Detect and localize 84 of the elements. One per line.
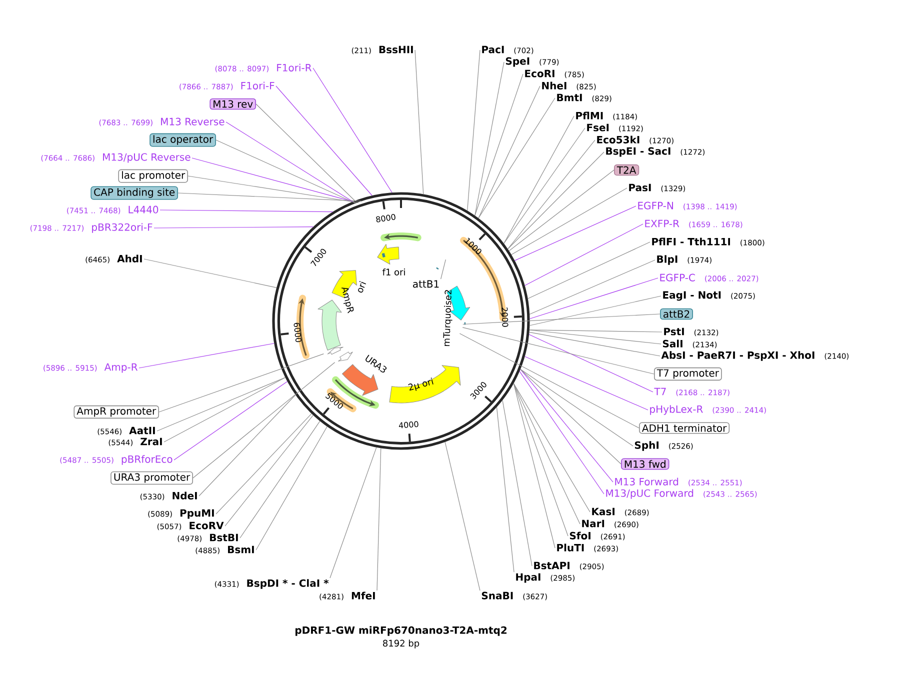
- leader-line: [198, 394, 296, 496]
- leader-line: [188, 176, 358, 203]
- leader-line: [178, 192, 362, 202]
- leader-line: [156, 377, 286, 432]
- leader-line: [164, 377, 286, 442]
- leader-line: [520, 368, 622, 464]
- leader-line: [528, 242, 650, 299]
- leader-line: [216, 140, 356, 204]
- leader-line: [192, 362, 336, 478]
- scale-number: 2000: [502, 308, 508, 327]
- plasmid-size: 8192 bp: [383, 640, 420, 648]
- leader-line: [507, 152, 604, 250]
- leader-line: [459, 333, 640, 428]
- feature-label-box: AmpR promoter: [74, 405, 159, 419]
- leader-line: [226, 122, 354, 202]
- feature-label-box: ADH1 terminator: [639, 422, 730, 434]
- leader-line: [513, 383, 568, 536]
- leader-line: [520, 368, 614, 482]
- leader-line: [478, 98, 556, 218]
- leader-line: [414, 50, 424, 194]
- feature-name: AmpR: [342, 288, 354, 314]
- scale-number: 6000: [294, 322, 302, 342]
- leader-line: [330, 447, 377, 578]
- leader-line: [508, 170, 614, 252]
- leader-line: [440, 259, 446, 280]
- leader-line: [529, 296, 662, 326]
- leader-line: [511, 188, 628, 255]
- leader-line: [478, 86, 540, 218]
- feature-name: 2μ ori: [408, 378, 434, 391]
- leader-line: [138, 343, 274, 368]
- leader-line: [256, 426, 328, 550]
- leader-line: [144, 258, 277, 288]
- leader-line: [504, 116, 574, 244]
- leader-line: [529, 278, 658, 320]
- leader-line: [158, 354, 324, 412]
- leader-line: [524, 224, 644, 286]
- leader-line: [507, 140, 596, 250]
- feature-label: attB1: [413, 280, 439, 288]
- feature-label-box: M13 fwd: [621, 458, 670, 470]
- leader-line: [462, 314, 660, 325]
- leader-line: [174, 381, 288, 460]
- leader-line: [513, 383, 590, 512]
- feature-label-box: URA3 promoter: [110, 471, 193, 485]
- leader-line: [474, 62, 504, 216]
- leader-line: [504, 128, 586, 244]
- scale-number: 8000: [376, 214, 396, 222]
- leader-line: [376, 448, 382, 591]
- leader-line: [519, 371, 604, 494]
- feature-label-box: lac operator: [150, 133, 216, 147]
- leader-line: [154, 226, 314, 228]
- leader-line: [276, 86, 372, 196]
- leader-line: [444, 442, 480, 591]
- feature-label-box: T7 promoter: [654, 367, 722, 381]
- leader-line: [224, 414, 314, 526]
- leader-line: [514, 206, 636, 261]
- feature-name: mTurquoise2: [443, 290, 452, 346]
- leader-line: [513, 383, 580, 524]
- leader-line: [520, 368, 634, 446]
- leader-line: [256, 104, 356, 202]
- leader-line: [529, 332, 660, 356]
- plasmid-name: pDRF1-GW miRFp670nano3-T2A-mtq2: [296, 626, 507, 636]
- leader-line: [240, 420, 320, 538]
- scale-number: 4000: [398, 421, 418, 428]
- feature-name: f1 ori: [382, 268, 405, 276]
- leader-line: [474, 74, 524, 216]
- leader-line: [528, 334, 654, 392]
- leader-line: [529, 260, 656, 315]
- leader-line: [462, 327, 654, 374]
- leader-line: [312, 68, 392, 193]
- feature-label-box: lac promoter: [118, 169, 188, 183]
- leader-line: [513, 383, 556, 548]
- leader-line: [502, 400, 532, 566]
- feature-label-box: attB2: [660, 308, 693, 320]
- leader-line: [529, 330, 662, 332]
- leader-line: [192, 158, 354, 202]
- leader-line: [467, 50, 480, 211]
- feature-name: ori: [358, 281, 366, 293]
- feature-label-box: M13 rev: [210, 98, 256, 110]
- leader-line: [160, 210, 334, 212]
- feature-label-box: T2A: [614, 164, 640, 176]
- leader-line: [524, 356, 648, 410]
- feature-label-box: CAP binding site: [90, 186, 178, 200]
- leader-line: [216, 413, 312, 514]
- leader-line: [496, 406, 514, 572]
